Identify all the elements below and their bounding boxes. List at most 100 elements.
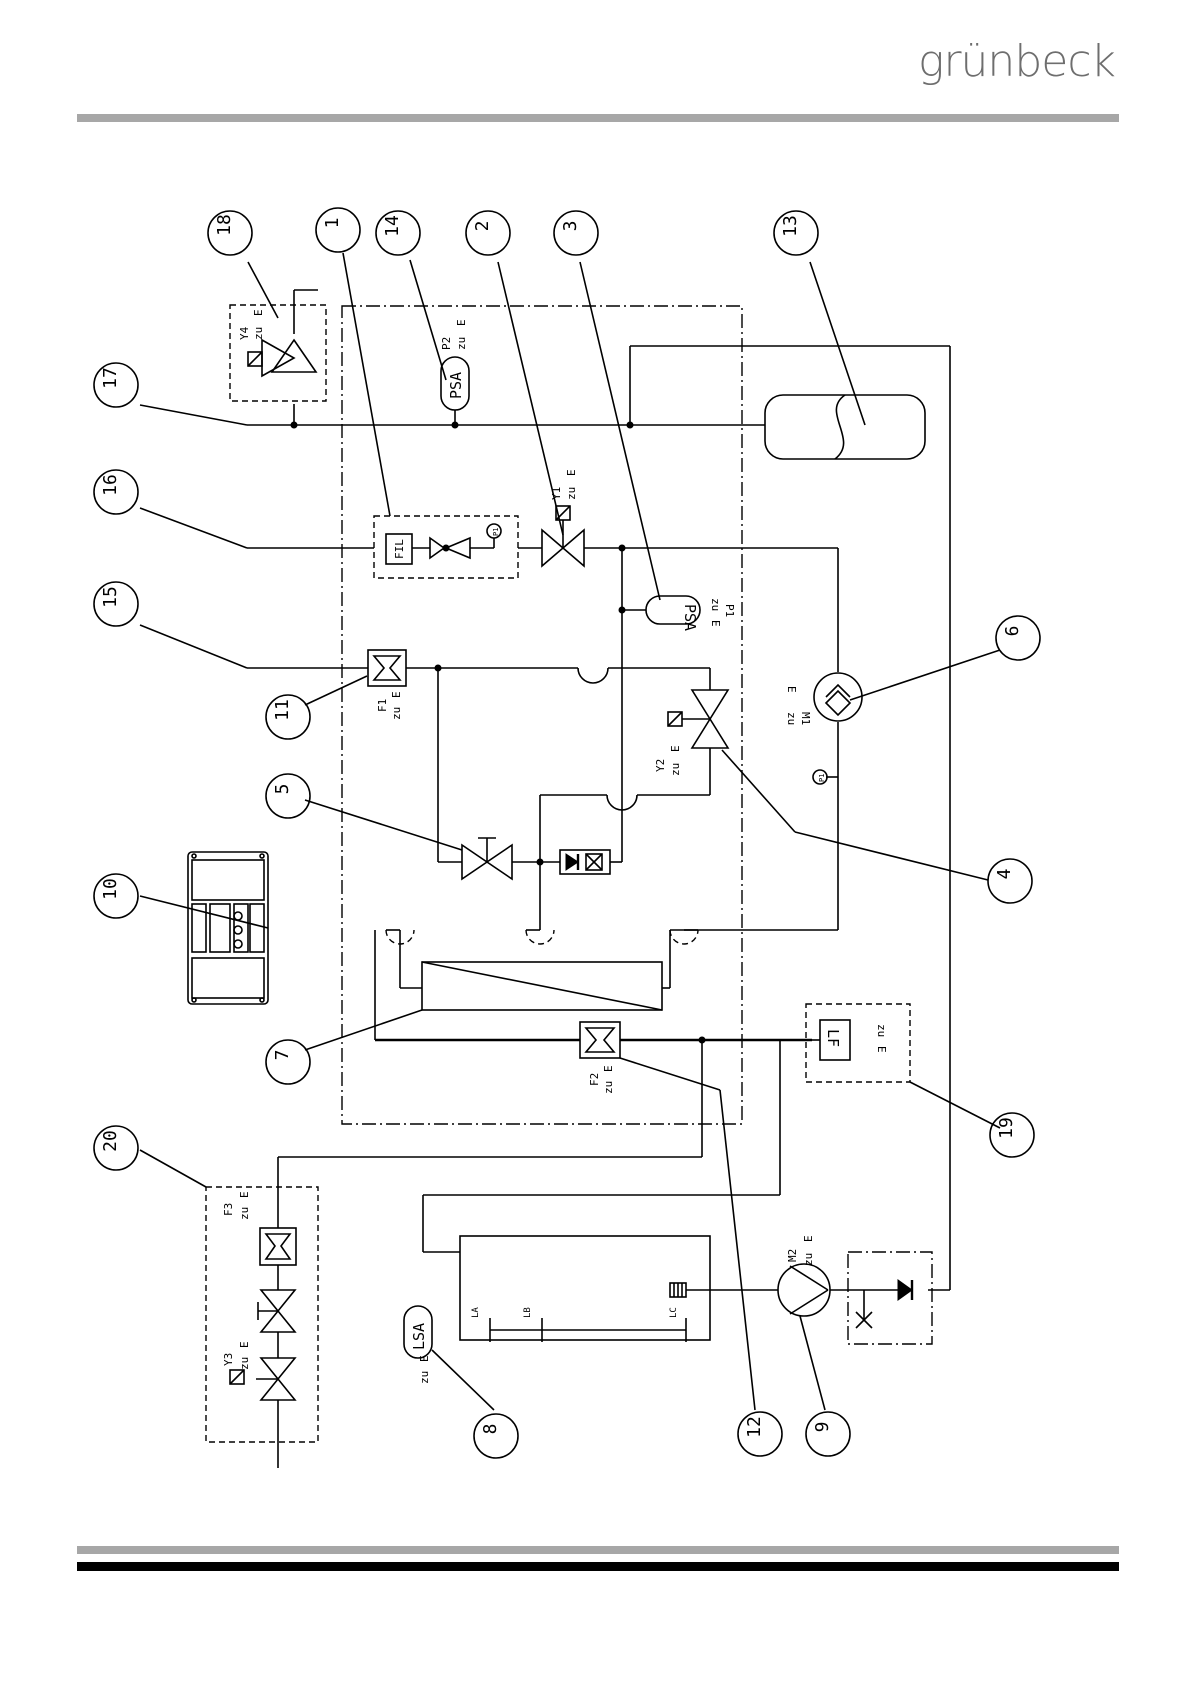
membrane-module (386, 930, 698, 1010)
svg-text:3: 3 (560, 221, 581, 232)
callout-17: 17 (94, 363, 138, 407)
y1-e-label: E (565, 469, 578, 476)
f3-zu-label: zu (238, 1207, 251, 1220)
m1-label: M1 (799, 712, 812, 725)
conductivity-assembly: LF zu E (806, 1004, 910, 1082)
callout-18: 18 (208, 211, 252, 255)
callout-8: 8 (474, 1414, 518, 1458)
m2-e-label: E (802, 1235, 815, 1242)
m2-zu-label: zu (802, 1253, 815, 1266)
f3-label: F3 (222, 1203, 235, 1216)
y3-label: Y3 (222, 1353, 235, 1366)
svg-text:17: 17 (100, 367, 121, 389)
p2-label: P2 (440, 337, 453, 350)
y2-zu-label: zu (669, 763, 682, 776)
f1-e-label: E (390, 691, 403, 698)
svg-text:5: 5 (272, 784, 293, 795)
flow-meter-f1: F1 zu E (368, 650, 406, 720)
fil-label: FIL (393, 539, 406, 559)
pump-p1-label: P1 (818, 774, 826, 782)
pump-m1: zu E M1 P1 (785, 673, 862, 784)
p1-label: P1 (723, 604, 736, 617)
lsa-zu-label: zu (418, 1371, 431, 1384)
lc-label: LC (669, 1307, 679, 1318)
y4-label: Y4 (238, 326, 251, 340)
pump-m2: M2 zu E (778, 1235, 830, 1316)
svg-text:10: 10 (100, 878, 121, 900)
lsa-label: LSA (410, 1323, 428, 1350)
f1-label: F1 (376, 699, 389, 712)
svg-text:11: 11 (272, 699, 293, 721)
manual-valve (462, 838, 512, 879)
lf-e-label: E (875, 1046, 888, 1053)
callout-9: 9 (806, 1412, 850, 1456)
svg-text:8: 8 (480, 1424, 501, 1435)
y1-zu-label: zu (565, 487, 578, 500)
flow-meter-f2: F2 zu E (580, 1022, 620, 1094)
controller (188, 852, 268, 1004)
svg-text:19: 19 (996, 1117, 1017, 1139)
svg-text:12: 12 (744, 1416, 765, 1438)
svg-text:2: 2 (472, 221, 493, 232)
callout-15: 15 (94, 582, 138, 626)
junctions (291, 422, 706, 1044)
m2-label: M2 (786, 1249, 799, 1262)
svg-text:4: 4 (994, 869, 1015, 880)
y4-e-label: E (252, 309, 265, 316)
inlet-assembly: F3 zu E Y3 zu E (206, 1187, 318, 1442)
y3-e-label: E (238, 1341, 251, 1348)
pressure-switch-p1: PSA zu E P1 (646, 596, 736, 631)
lf-zu-label: zu (875, 1024, 888, 1037)
callout-6: 6 (996, 616, 1040, 660)
callout-10: 10 (94, 874, 138, 918)
level-switch: LSA zu E (404, 1306, 432, 1384)
lf-label: LF (824, 1029, 842, 1047)
callout-14: 14 (376, 211, 420, 255)
f2-zu-label: zu (602, 1081, 615, 1094)
valve-y2: Y2 zu E (654, 690, 728, 776)
valve-y4-assembly: Y4 zu E (230, 305, 326, 401)
callout-2: 2 (466, 211, 510, 255)
svg-text:13: 13 (780, 215, 801, 237)
svg-text:15: 15 (100, 586, 121, 608)
pipes (247, 290, 950, 1468)
f3-e-label: E (238, 1191, 251, 1198)
callout-20: 20 (94, 1126, 138, 1170)
m1-e-label: E (785, 686, 798, 693)
la-label: LA (471, 1307, 481, 1318)
outlet-check-assembly (848, 1252, 932, 1344)
callout-5: 5 (266, 774, 310, 818)
lb-label: LB (523, 1307, 533, 1318)
y4-zu-label: zu (252, 327, 265, 340)
lsa-e-label: E (418, 1355, 431, 1362)
svg-text:6: 6 (1002, 626, 1023, 637)
y2-label: Y2 (654, 759, 667, 772)
filter-p1-label: P1 (492, 528, 500, 536)
svg-text:14: 14 (382, 215, 403, 237)
valve-y1: Y1 zu E (542, 469, 584, 566)
svg-text:18: 18 (214, 214, 235, 236)
callout-13: 13 (774, 211, 818, 255)
f1-zu-label: zu (390, 707, 403, 720)
callout-19: 19 (990, 1113, 1034, 1157)
callout-4: 4 (988, 859, 1032, 903)
p2-zu-label: zu (455, 337, 468, 350)
callout-7: 7 (266, 1040, 310, 1084)
callout-16: 16 (94, 470, 138, 514)
callout-3: 3 (554, 211, 598, 255)
p1-zu-label: zu (709, 598, 722, 611)
f2-e-label: E (602, 1065, 615, 1072)
callout-12: 12 (738, 1412, 782, 1456)
svg-text:20: 20 (100, 1130, 121, 1152)
svg-text:9: 9 (812, 1422, 833, 1433)
y2-e-label: E (669, 745, 682, 752)
svg-text:16: 16 (100, 474, 121, 496)
p2-e-label: E (455, 319, 468, 326)
psa-p2-label: PSA (447, 372, 465, 399)
callout-1: 1 (316, 208, 360, 252)
p1-e-label: E (709, 620, 722, 627)
psa-p1-label: PSA (681, 604, 699, 631)
pressure-tank (765, 395, 925, 459)
